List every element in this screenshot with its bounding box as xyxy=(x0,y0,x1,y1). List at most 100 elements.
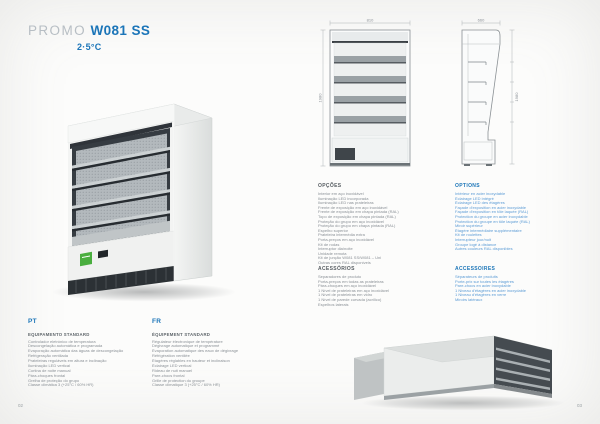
list-item: Groupe logé à distance xyxy=(455,242,497,247)
front-height-dimension: 1980 xyxy=(318,93,323,103)
list-item: Pare-chocs frontal xyxy=(152,373,185,378)
front-shelf-shadows xyxy=(334,62,406,124)
side-machine-compartment xyxy=(463,141,493,161)
title-line: PROMO W081 SS xyxy=(28,22,150,40)
list-item: Prateleira intermédia extra xyxy=(318,233,365,238)
list-item: Cortina de noite manual xyxy=(28,368,71,373)
standard-heading-fr: ÉQUIPEMENT STANDARD xyxy=(152,332,211,337)
rear-base-strip-side xyxy=(494,384,552,398)
list-item: Éclairage LED vertical xyxy=(152,363,192,368)
list-item: Proteção do grupo em aço inoxidável xyxy=(318,219,385,224)
list-item: Espelhos laterais xyxy=(318,302,349,307)
list-item: Pára-choques em aço inoxidável xyxy=(318,284,377,289)
cabinet-side-panel xyxy=(173,103,213,282)
front-shelves xyxy=(334,56,406,122)
front-canopy-shadow xyxy=(332,41,408,43)
list-item: Protection du groupe en acier inoxydable xyxy=(455,214,528,219)
list-item: Façade d'exposition en acier inoxydable xyxy=(455,205,527,210)
list-item: Controlador eletrónico de temperatura xyxy=(28,339,96,344)
list-item: Classe climatique 3 (+25°C / 60% HR) xyxy=(152,383,220,388)
product-render-rear xyxy=(354,335,565,411)
list-item: 1 Niveau d'étagères en acier inoxydable xyxy=(455,288,527,293)
side-feet xyxy=(464,164,492,166)
model-name: W081 SS xyxy=(90,23,151,38)
page-header: PROMO W081 SS 2·5°C xyxy=(28,22,150,52)
list-item: Régulateur électronique de température xyxy=(152,339,223,344)
list-item: Grelha de proteção do grupo xyxy=(28,378,80,383)
list-item: Separadores de produto xyxy=(318,275,362,279)
energy-label xyxy=(80,251,92,267)
front-dimension-lines xyxy=(320,20,411,167)
list-item: Étagères réglables en hauteur et inclina… xyxy=(152,359,230,363)
rear-floor-shadow xyxy=(361,395,565,411)
list-item: Réfrigération ventilée xyxy=(152,354,190,359)
accessories-heading-pt: ACESSÓRIOS xyxy=(318,266,355,272)
controller-display xyxy=(98,249,108,259)
list-item: Grille de protection du groupe xyxy=(152,378,205,383)
rear-cabinet xyxy=(383,335,553,400)
side-outline xyxy=(461,29,501,165)
list-item: Espelho superior xyxy=(318,228,349,233)
shelf-3 xyxy=(72,189,170,212)
list-item: Intérieur en acier inoxydable xyxy=(455,192,506,196)
temperature-range: 2·5°C xyxy=(77,41,102,52)
list-item: Séparateurs de produits xyxy=(455,275,498,279)
product-render-front xyxy=(52,103,236,302)
bottom-deck xyxy=(72,220,170,246)
shelf-1 xyxy=(72,146,170,172)
standard-fr-column: FR ÉQUIPEMENT STANDARD Régulateur électr… xyxy=(152,318,266,388)
page-number-left: 02 xyxy=(18,403,24,408)
list-item: 1 Nível de prateleiras em aço inoxidável xyxy=(318,288,389,293)
list-item: Interrupteur jour/nuit xyxy=(455,237,492,242)
list-item: Descongelação automática e programada xyxy=(28,344,103,349)
lang-label-pt: PT xyxy=(28,318,37,325)
grille-slats xyxy=(75,267,167,293)
side-height-dimension: 1980 xyxy=(514,92,519,102)
list-item: Évaporation automatique des eaux de dégi… xyxy=(152,349,239,354)
front-width-dimension: 810 xyxy=(367,18,374,23)
list-item: Protection du groupe en tôle laquée (RAL… xyxy=(455,219,530,224)
canopy-underside xyxy=(70,122,172,149)
rear-base-strip xyxy=(384,384,494,400)
front-plinth xyxy=(330,163,410,166)
front-compressor-grille xyxy=(335,148,355,160)
page-number-right: 03 xyxy=(576,403,582,408)
list-item: Classe climática 3 (+25°C / 60% HR) xyxy=(28,383,94,388)
list-item: Proteção do grupo em chapa pintada (RAL) xyxy=(318,224,396,229)
list-item: Iluminação LED nas prateleiras xyxy=(318,201,374,206)
front-grille xyxy=(68,266,174,295)
list-item: Façade d'exposition en tôle laquée (RAL) xyxy=(455,210,529,215)
energy-label-lines xyxy=(82,255,90,258)
list-item: Porta-preços em todas as prateleiras xyxy=(318,279,384,284)
list-item: Dégivrage automatique et programmé xyxy=(152,344,220,349)
list-item: Porta-preços em aço inoxidável xyxy=(318,237,375,242)
list-item: Kit de roulettes xyxy=(455,233,482,238)
front-canopy xyxy=(332,32,408,41)
list-item: Prateleiras reguláveis em altura e incli… xyxy=(28,359,107,363)
standard-pt-column: PT EQUIPAMENTO STANDARD Controlador elet… xyxy=(28,318,142,388)
accessories-heading-fr: ACCESSOIRES xyxy=(455,266,496,272)
list-item: 1 Nível de prateleiras em vidro xyxy=(318,293,373,298)
list-item: Unidade remota xyxy=(318,251,347,256)
list-item: 1 Niveau d'étagères en verre xyxy=(455,293,507,298)
list-item: Éclairage LED des étagères xyxy=(455,201,505,206)
list-item: Frente de exposição em aço inoxidável xyxy=(318,205,388,210)
list-item: 1 Nível de parede curvada (acrílico) xyxy=(318,297,382,302)
list-item: Topo de exposição em chapa pintada (RAL) xyxy=(318,214,396,219)
side-shelves xyxy=(468,61,487,125)
list-item: Miroir supérieur xyxy=(455,224,483,229)
shelf-4 xyxy=(72,210,170,232)
list-item: Kit de rodas xyxy=(318,242,340,247)
shelf-2 xyxy=(72,167,170,192)
list-item: Pára-choques frontal xyxy=(28,373,66,378)
options-heading-pt: OPÇÕES xyxy=(318,183,342,189)
list-item: Étagère intermédiaire supplémentaire xyxy=(455,228,522,233)
list-item: Iluminação LED incorporada xyxy=(318,196,369,201)
